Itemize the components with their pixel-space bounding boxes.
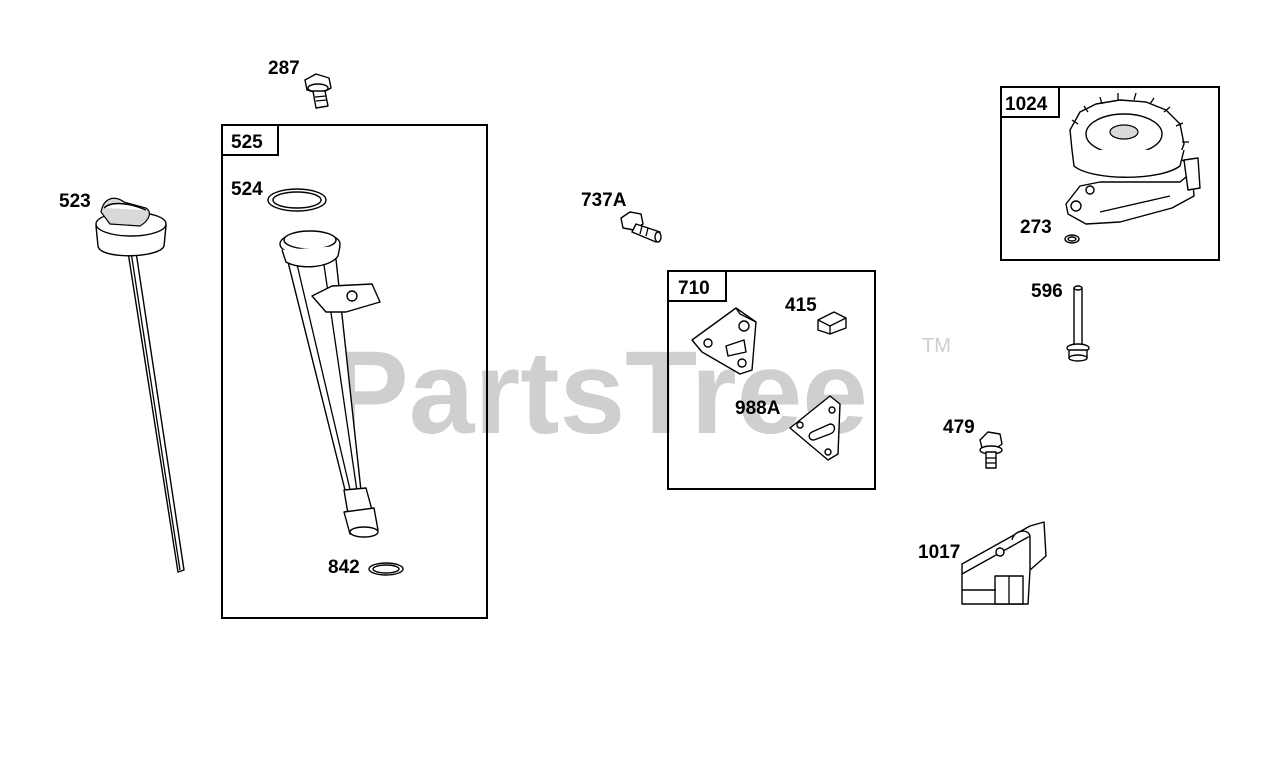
callout-1017[interactable]: 1017 [918,542,960,563]
callout-596[interactable]: 596 [1031,281,1063,302]
callout-415[interactable]: 415 [785,295,817,316]
group-label-710: 710 [678,278,710,299]
bracket-plate-icon [691,307,757,375]
dipstick-523-icon [95,197,185,573]
oil-fill-tube-icon [279,230,381,538]
bolt-596-icon [1066,285,1090,362]
group-box-710[interactable]: 710 [667,270,876,490]
callout-273[interactable]: 273 [1020,217,1052,238]
group-box-1024[interactable]: 1024 [1000,86,1220,261]
callout-842[interactable]: 842 [328,557,360,578]
bolt-737a-icon [620,211,662,243]
callout-524[interactable]: 524 [231,179,263,200]
group-box-525[interactable]: 525 [221,124,488,619]
bolt-287-icon [304,73,332,109]
bolt-479-icon [979,431,1003,469]
o-ring-524-icon [267,188,327,212]
group-label-1024: 1024 [1005,94,1048,115]
block-415-icon [817,311,847,335]
callout-479[interactable]: 479 [943,417,975,438]
callout-988a[interactable]: 988A [735,398,781,419]
group-label-525: 525 [231,132,263,153]
callout-737a[interactable]: 737A [581,190,627,211]
trademark-text: TM [922,335,951,357]
watermark-text: PartsTree [330,327,868,459]
o-ring-842-icon [368,562,404,576]
oil-pump-1024-icon [1065,92,1201,225]
o-ring-273-icon [1064,234,1080,244]
guide-1017-icon [961,521,1047,605]
callout-287[interactable]: 287 [268,58,300,79]
callout-523[interactable]: 523 [59,191,91,212]
gasket-988a-icon [789,395,841,461]
